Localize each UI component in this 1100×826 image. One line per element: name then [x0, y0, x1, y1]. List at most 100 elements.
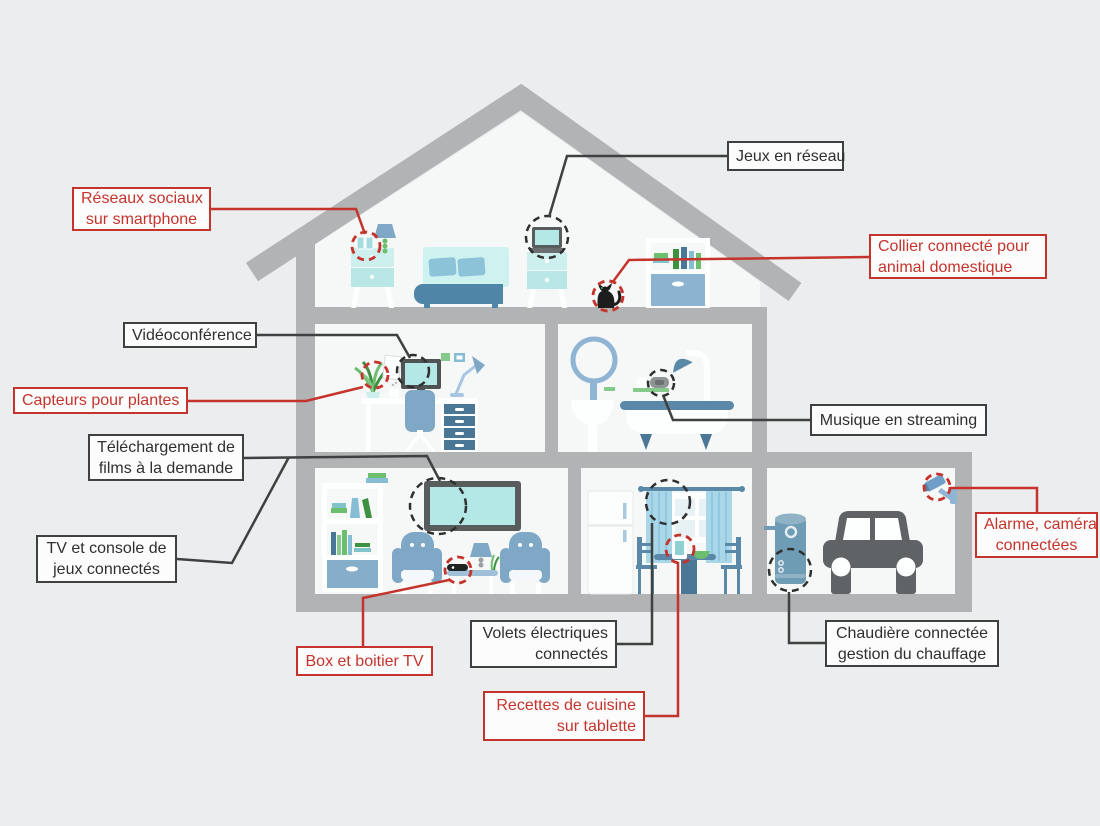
bookshelf-icon [322, 473, 388, 592]
ground-floor [296, 594, 972, 612]
label-line: films à la demande [98, 459, 234, 477]
marker-plant [360, 360, 390, 390]
mirror-icon [570, 336, 618, 400]
label-line: animal domestique [878, 258, 1013, 276]
small-plant-icon [490, 554, 500, 571]
living-furniture [322, 473, 550, 594]
leader-telechargement [243, 454, 442, 482]
leader-reseaux-sociaux [211, 207, 367, 235]
office-bath-wall [545, 324, 558, 452]
armchair-left-icon [392, 532, 442, 594]
label-tv-console: TV et console de jeux connectés [36, 535, 177, 583]
label-line: connectés [535, 646, 608, 663]
label-line: Volets électriques [482, 625, 608, 642]
label-musique: Musique en streaming [810, 404, 987, 436]
leader-box-tv [361, 578, 450, 646]
house-structure [246, 83, 972, 612]
label-volets: Volets électriques connectés [470, 620, 617, 668]
tv-box-icon [447, 564, 468, 571]
living-kitchen-wall [568, 468, 581, 594]
leader-recettes [645, 562, 680, 718]
tv-icon [424, 481, 521, 531]
leader-lines [176, 154, 1039, 718]
label-capteurs-plantes: Capteurs pour plantes [13, 387, 188, 414]
marker-tv [408, 476, 468, 536]
marker-smartphones [350, 230, 382, 262]
label-line: jeux connectés [53, 561, 160, 578]
marker-speaker [646, 368, 676, 398]
label-line: Téléchargement de [97, 438, 235, 456]
desk-chair-icon [404, 390, 436, 452]
bedside-lamp-icon [374, 224, 396, 254]
speaker-icon [650, 377, 669, 388]
bed-icon [414, 247, 509, 308]
leader-jeux [547, 154, 727, 218]
sink-icon [571, 400, 614, 452]
fridge-icon [587, 490, 634, 595]
label-line: Jeux en réseau [736, 147, 846, 165]
tablet-icon [672, 538, 687, 559]
bathtub-icon [620, 401, 734, 450]
left-wall [296, 232, 315, 612]
label-line: Box et boitier TV [305, 652, 424, 670]
table-lamp-icon [470, 543, 492, 568]
garage-right-wall [955, 452, 972, 612]
boiler-icon [764, 513, 806, 584]
label-collier: Collier connecté pour animal domestique [869, 234, 1047, 279]
label-line: Chaudière connectée [835, 624, 989, 642]
label-chaudiere: Chaudière connectée gestion du chauffage [825, 620, 999, 667]
cat-icon [597, 283, 622, 308]
label-line: gestion du chauffage [837, 645, 987, 663]
label-line: Recettes de cuisine [496, 697, 636, 714]
label-line: Collier connecté pour [878, 237, 1030, 255]
marker-monitor [395, 353, 431, 389]
label-box-tv: Box et boitier TV [296, 646, 433, 676]
roof [246, 83, 802, 301]
bathroom-furniture [570, 336, 734, 452]
desk-lamp-icon [450, 356, 485, 397]
label-alarme: Alarme, caméra connectées [975, 512, 1098, 558]
marker-laptop [524, 214, 570, 260]
wall-frames-icon [441, 353, 465, 362]
curtains-icon [638, 486, 745, 563]
tub-shelf-icon [633, 388, 669, 392]
leader-tv-console [176, 456, 291, 565]
shower-icon [673, 350, 710, 401]
marker-tablet [664, 533, 696, 565]
leader-videoconference [256, 333, 412, 359]
label-line: Alarme, caméra [984, 516, 1097, 533]
leader-alarme [950, 486, 1039, 512]
armchair-right-icon [500, 532, 550, 594]
label-line: sur tablette [556, 718, 636, 735]
middle-floor [296, 452, 972, 468]
smartphones-icon [356, 236, 374, 250]
label-line: Capteurs pour plantes [22, 392, 180, 409]
leader-chaudiere [787, 592, 825, 645]
label-line: connectées [995, 537, 1078, 554]
label-telechargement: Téléchargement de films à la demande [88, 434, 244, 481]
label-line: Réseaux sociaux [81, 190, 203, 207]
side-table-icon [447, 570, 498, 594]
marker-boiler [767, 547, 813, 593]
bowl-icon [692, 551, 710, 559]
bath-right-wall [752, 324, 767, 452]
label-line: Vidéoconférence [132, 326, 252, 344]
label-recettes: Recettes de cuisine sur tablette [483, 691, 645, 741]
label-line: sur smartphone [85, 211, 198, 228]
garage-furniture [764, 474, 957, 594]
label-reseaux-sociaux: Réseaux sociaux sur smartphone [72, 187, 211, 231]
drawer-unit-icon [441, 401, 478, 452]
label-line: TV et console de [46, 540, 167, 557]
leader-musique [661, 394, 810, 422]
laptop-icon [528, 227, 566, 253]
kitchen-garage-wall [752, 468, 767, 594]
leader-capteurs [187, 385, 364, 403]
attic-floor [296, 307, 767, 324]
marker-cat [591, 279, 625, 313]
coffee-cup-icon [389, 381, 399, 397]
leader-collier [610, 255, 870, 284]
leader-volets [617, 523, 654, 646]
towel-icon [637, 377, 646, 388]
